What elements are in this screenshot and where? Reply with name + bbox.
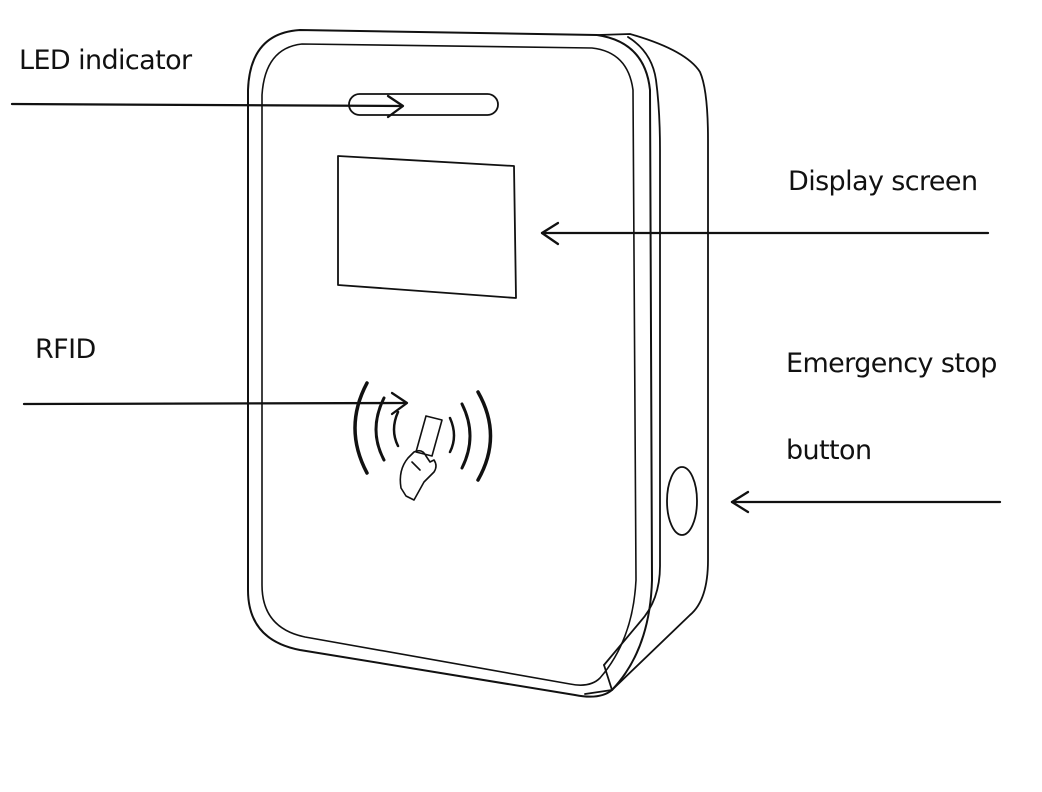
rfid-label: RFID xyxy=(35,334,96,365)
led-indicator-label: LED indicator xyxy=(19,45,192,76)
rfid-arrowhead xyxy=(390,391,409,416)
emergency-arrowhead xyxy=(730,490,750,514)
callout-arrows xyxy=(10,94,1002,514)
display-arrowhead xyxy=(540,221,560,246)
rfid-symbol xyxy=(353,381,493,482)
emergency-stop-button xyxy=(666,466,698,536)
display-screen xyxy=(337,155,517,299)
emergency-stop-label-line2: button xyxy=(786,435,872,466)
charger-side-panel xyxy=(584,33,709,695)
led-arrow-line xyxy=(10,102,404,108)
card-in-hand-icon xyxy=(399,415,443,501)
emergency-stop-label: Emergency stop xyxy=(786,348,997,379)
led-arrowhead xyxy=(386,94,405,119)
led-indicator-slot xyxy=(348,93,499,116)
rfid-arrow-line xyxy=(22,401,408,406)
charger-front-panel xyxy=(247,29,653,698)
display-screen-label: Display screen xyxy=(788,166,978,197)
